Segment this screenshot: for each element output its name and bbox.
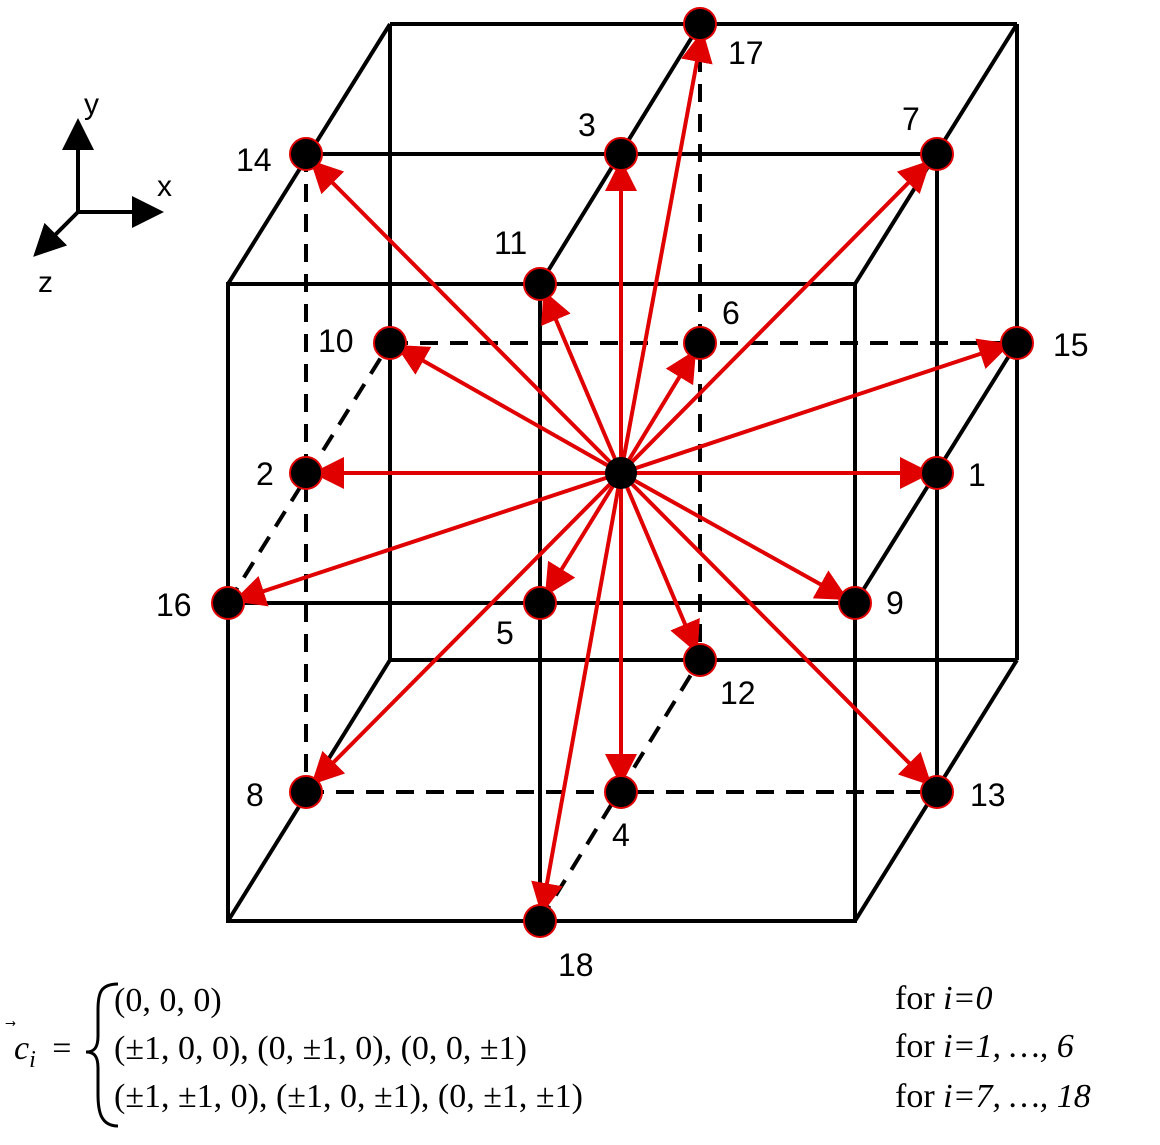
velocity-arrows [233,30,1011,915]
node-5 [523,586,557,620]
node-label-1: 1 [968,457,986,493]
equation-symbol: c [14,1030,30,1067]
equation-case-value-1: (0, 0, 0) [114,982,222,1019]
equation-case-condition-3: for i=7, …, 18 [895,1078,1091,1116]
equation-case-condition-2: for i=1, …, 6 [895,1028,1074,1066]
node-16 [211,586,245,620]
equation-case-value-3: (±1, ±1, 0), (±1, 0, ±1), (0, ±1, ±1) [114,1078,583,1115]
condition-prefix: for [895,980,944,1017]
velocity-arrow-9 [620,471,849,600]
velocity-arrow-8 [311,471,623,785]
x-axis-label: x [157,170,172,203]
node-label-8: 8 [246,777,264,813]
node-label-2: 2 [256,456,274,492]
node-label-14: 14 [236,142,272,178]
node-label-10: 10 [318,323,354,359]
node-label-15: 15 [1053,327,1089,363]
node-label-12: 12 [720,675,756,711]
velocity-arrow-13 [619,471,932,786]
node-7 [920,137,954,171]
equation-case-value-2: (±1, 0, 0), (0, ±1, 0), (0, 0, ±1) [114,1030,527,1067]
velocity-arrow-6 [619,349,697,475]
node-0 [605,457,637,489]
node-label-17: 17 [728,35,764,71]
velocity-arrow-10 [395,345,622,475]
node-10 [373,326,407,360]
node-label-11: 11 [494,225,527,261]
condition-text: i=7, …, 18 [943,1078,1091,1115]
axis-indicator: x y z [33,88,172,299]
z-axis-label: z [38,266,53,299]
condition-prefix: for [895,1028,944,1065]
lattice-nodes [211,7,1034,938]
node-12 [683,643,717,677]
node-label-13: 13 [970,777,1006,813]
node-label-3: 3 [578,107,596,143]
node-15 [1000,326,1034,360]
node-label-18: 18 [558,947,594,983]
node-label-5: 5 [496,615,514,651]
node-label-16: 16 [156,587,192,623]
node-4 [604,775,638,809]
node-13 [920,775,954,809]
node-3 [604,137,638,171]
equation-equals: = [52,1030,72,1067]
node-labels: 1 2 3 4 5 6 7 8 9 10 11 12 13 14 15 16 1… [156,35,1089,983]
equation-lhs: ⃗ ci = [14,1030,71,1075]
condition-prefix: for [895,1078,944,1115]
velocity-arrow-12 [619,472,700,654]
node-1 [920,456,954,490]
equation-subscript: i [29,1046,36,1073]
condition-text: i=1, …, 6 [943,1028,1074,1065]
equation-brace [85,982,119,1128]
velocity-arrow-5 [544,471,623,597]
node-11 [523,267,557,301]
velocity-arrow-16 [233,471,622,607]
velocity-arrow-7 [619,160,931,475]
velocity-arrow-18 [531,472,623,915]
velocity-arrow-11 [541,290,623,474]
node-label-4: 4 [612,817,630,853]
z-axis-arrow [33,210,80,257]
node-14 [289,137,323,171]
y-axis-label: y [84,88,99,121]
node-label-7: 7 [902,101,920,137]
node-8 [289,775,323,809]
condition-text: i=0 [943,980,993,1017]
node-2 [289,456,323,490]
velocity-arrow-15 [620,338,1011,475]
node-label-6: 6 [722,295,740,331]
node-17 [683,7,717,41]
equation-case-condition-1: for i=0 [895,980,993,1018]
node-9 [838,586,872,620]
node-6 [683,326,717,360]
node-label-9: 9 [886,585,904,621]
node-18 [523,904,557,938]
velocity-arrow-17 [619,30,713,474]
velocity-arrow-14 [310,160,623,475]
